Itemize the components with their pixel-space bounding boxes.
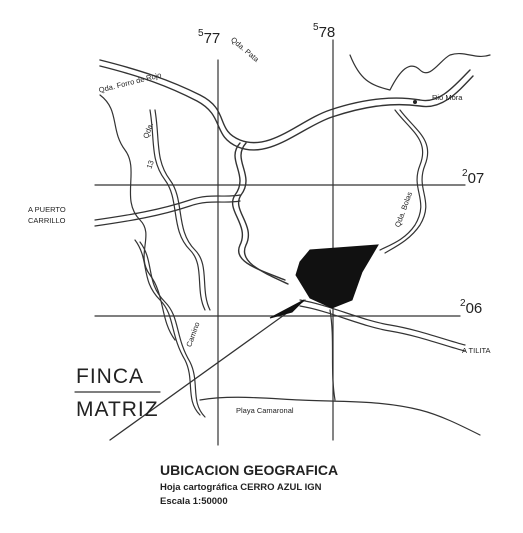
road-tilita: [299, 299, 466, 346]
stream-puerto: [94, 194, 241, 221]
annotation-matriz: MATRIZ: [76, 398, 159, 421]
caption-scale: Escala 1:50000: [160, 496, 228, 507]
main-river: [99, 59, 474, 285]
label-a-tilita: A TILITA: [462, 346, 491, 355]
stream-far-left-2: [134, 239, 201, 416]
map-caption: UBICACION GEOGRAFICA Hoja cartográfica C…: [160, 462, 338, 510]
stream-left: [149, 109, 206, 311]
pointer-line: [109, 299, 306, 441]
grid-label-07: 207: [462, 168, 485, 187]
annotation-finca: FINCA: [76, 365, 144, 388]
stream-upper-right: [349, 52, 491, 91]
rio-mora-marker: [413, 100, 417, 104]
grid-label-06: 206: [460, 298, 483, 317]
road-tilita-2: [299, 305, 466, 352]
stream-right: [379, 109, 424, 251]
label-puerto-2: CARRILLO: [28, 216, 66, 225]
grid-label-77: 577: [198, 28, 221, 47]
caption-title: UBICACION GEOGRAFICA: [160, 462, 339, 478]
stream-right-2: [384, 109, 429, 254]
road-south: [329, 309, 336, 401]
coastline: [199, 396, 481, 436]
label-playa: Playa Camaronal: [236, 406, 294, 415]
caption-sheet: Hoja cartográfica CERRO AZUL IGN: [160, 482, 322, 493]
pointer-arrowhead: [269, 299, 305, 319]
finca-parcel: [295, 244, 379, 309]
label-puerto-1: A PUERTO: [28, 205, 66, 214]
grid-label-78: 578: [313, 22, 336, 41]
label-rio-mora: Rio Mora: [432, 93, 463, 102]
stream-puerto-2: [94, 200, 241, 227]
stream-far-left: [99, 94, 176, 341]
stream-left-2: [154, 109, 211, 311]
stream-far-left-3: [139, 241, 206, 418]
